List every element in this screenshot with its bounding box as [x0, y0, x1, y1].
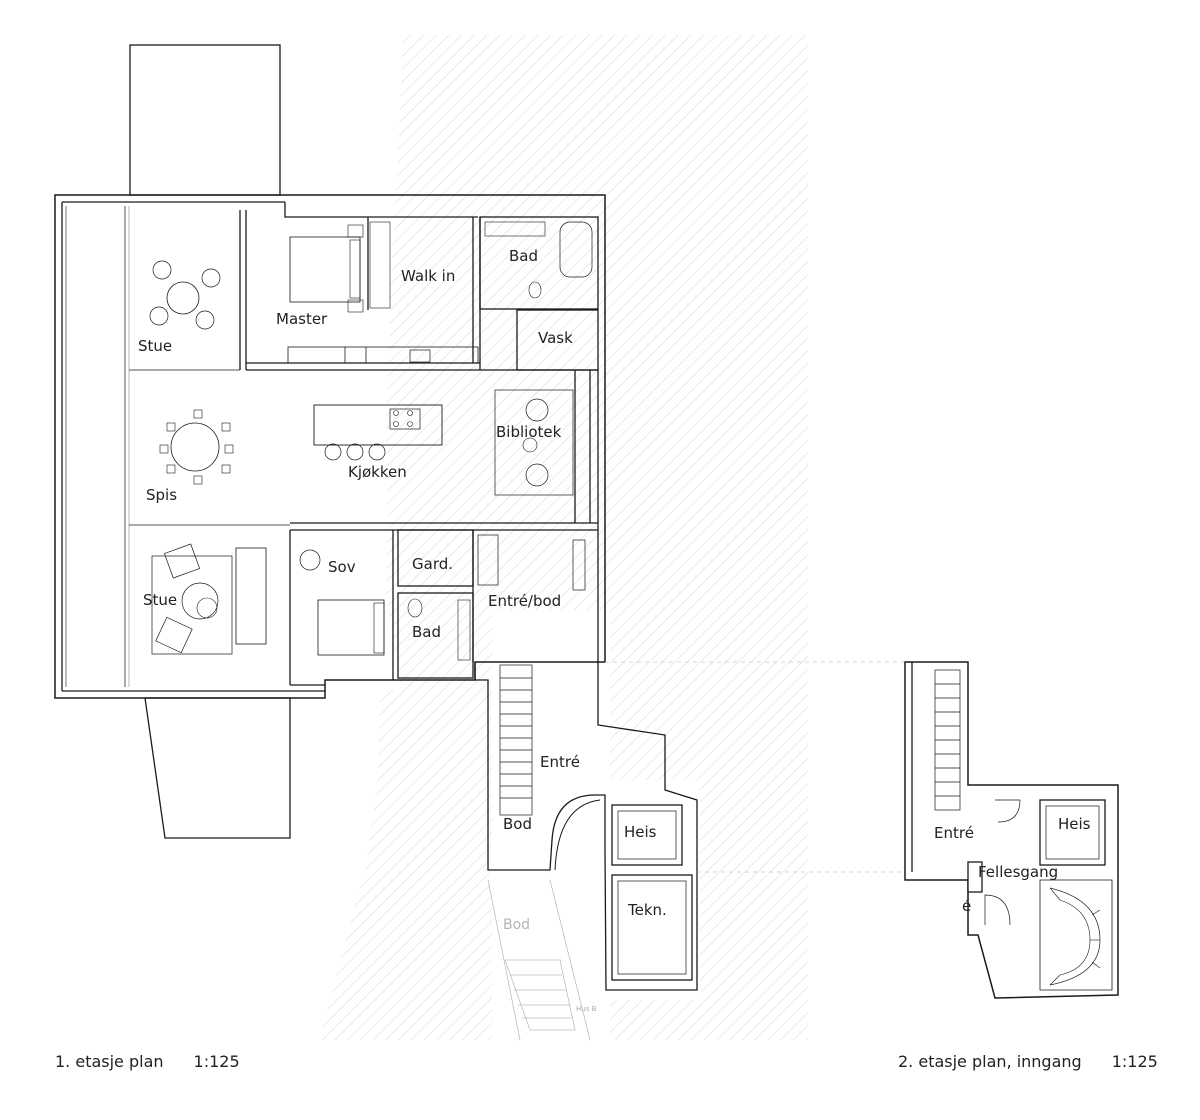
label-tekn: Tekn. [627, 901, 667, 919]
label-heis: Heis [624, 823, 657, 841]
plan1-building [54, 44, 698, 991]
label-bod: Bod [503, 815, 532, 833]
label-gard: Gard. [412, 555, 453, 573]
label-bibliotek: Bibliotek [496, 423, 562, 441]
label-spis: Spis [146, 486, 177, 504]
label-stue-bottom: Stue [143, 591, 177, 609]
label-plan2-e-fragment: é [962, 897, 971, 915]
label-hus-b: Hus B [576, 1005, 597, 1013]
plan2-caption-scale: 1:125 [1111, 1052, 1158, 1071]
label-sov: Sov [328, 558, 356, 576]
plan1-caption-title: 1. etasje plan [55, 1052, 164, 1071]
label-kjokken: Kjøkken [348, 463, 407, 481]
hus-b-faint-stair [487, 879, 591, 1041]
label-entre-bod: Entré/bod [488, 592, 561, 610]
label-plan2-fellesgang: Fellesgang [978, 863, 1058, 881]
plan2-caption-title: 2. etasje plan, inngang [898, 1052, 1082, 1071]
label-bod-faint: Bod [503, 917, 530, 933]
label-plan2-heis: Heis [1058, 815, 1091, 833]
label-walk-in: Walk in [401, 267, 455, 285]
plan1-room-labels: Stue Master Walk in Bad Vask Spis Kjøkke… [138, 247, 667, 1013]
label-plan2-entre: Entré [934, 824, 974, 842]
alignment-guides [605, 661, 905, 873]
plan1-caption: 1. etasje plan 1:125 [55, 1052, 240, 1071]
label-vask: Vask [538, 329, 573, 347]
plan2-building [904, 661, 1119, 999]
label-bad-bottom: Bad [412, 623, 441, 641]
label-stue-top: Stue [138, 337, 172, 355]
label-entre: Entré [540, 753, 580, 771]
plan2-caption: 2. etasje plan, inngang 1:125 [898, 1052, 1158, 1071]
label-master: Master [276, 310, 328, 328]
plan2-room-labels: Entré Heis Fellesgang é [934, 815, 1091, 915]
plan1-caption-scale: 1:125 [193, 1052, 240, 1071]
terrain-hatch [320, 35, 808, 1040]
label-bad-top: Bad [509, 247, 538, 265]
